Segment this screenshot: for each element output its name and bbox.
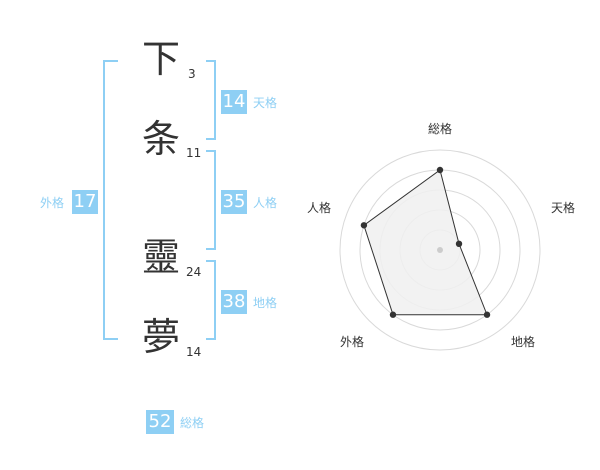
- name-char-4: 夢: [142, 315, 181, 359]
- radar-point-4: [389, 311, 397, 318]
- radar-point-5: [360, 222, 368, 229]
- soukaku-value: 52: [146, 410, 174, 434]
- chikaku-value: 38: [221, 290, 247, 314]
- stroke-count-3: 24: [186, 265, 202, 279]
- radar-point-1: [436, 166, 444, 174]
- radar-axis-label-tenkaku: 天格: [551, 201, 576, 215]
- radar-axis-label-gaikaku: 外格: [340, 335, 365, 349]
- jinkaku-value: 35: [221, 190, 247, 214]
- name-char-1: 下: [142, 37, 181, 81]
- radar-grid-ring: [339, 149, 541, 351]
- radar-axis-label-soukaku: 総格: [428, 122, 453, 136]
- tenkaku-label: 天格: [253, 96, 278, 110]
- radar-point-3: [483, 311, 491, 318]
- radar-data-polygon: [363, 169, 488, 316]
- jinkaku-label: 人格: [253, 196, 278, 210]
- radar-center-dot: [437, 247, 443, 253]
- gaikaku-label: 外格: [40, 196, 65, 210]
- gaikaku-value: 17: [72, 190, 98, 214]
- tenkaku-value: 14: [221, 90, 247, 114]
- stroke-count-1: 3: [188, 67, 196, 81]
- soukaku-label: 総格: [180, 416, 205, 430]
- chikaku-label: 地格: [253, 296, 278, 310]
- radar-axis-label-jinkaku: 人格: [307, 201, 332, 215]
- name-char-2: 条: [142, 117, 181, 161]
- radar-data-points: [360, 166, 491, 318]
- stroke-count-2: 11: [186, 146, 202, 160]
- stroke-count-4: 14: [186, 345, 202, 359]
- radar-axis-label-chikaku: 地格: [511, 335, 536, 349]
- name-char-3: 靈: [142, 235, 181, 279]
- radar-point-2: [455, 240, 463, 248]
